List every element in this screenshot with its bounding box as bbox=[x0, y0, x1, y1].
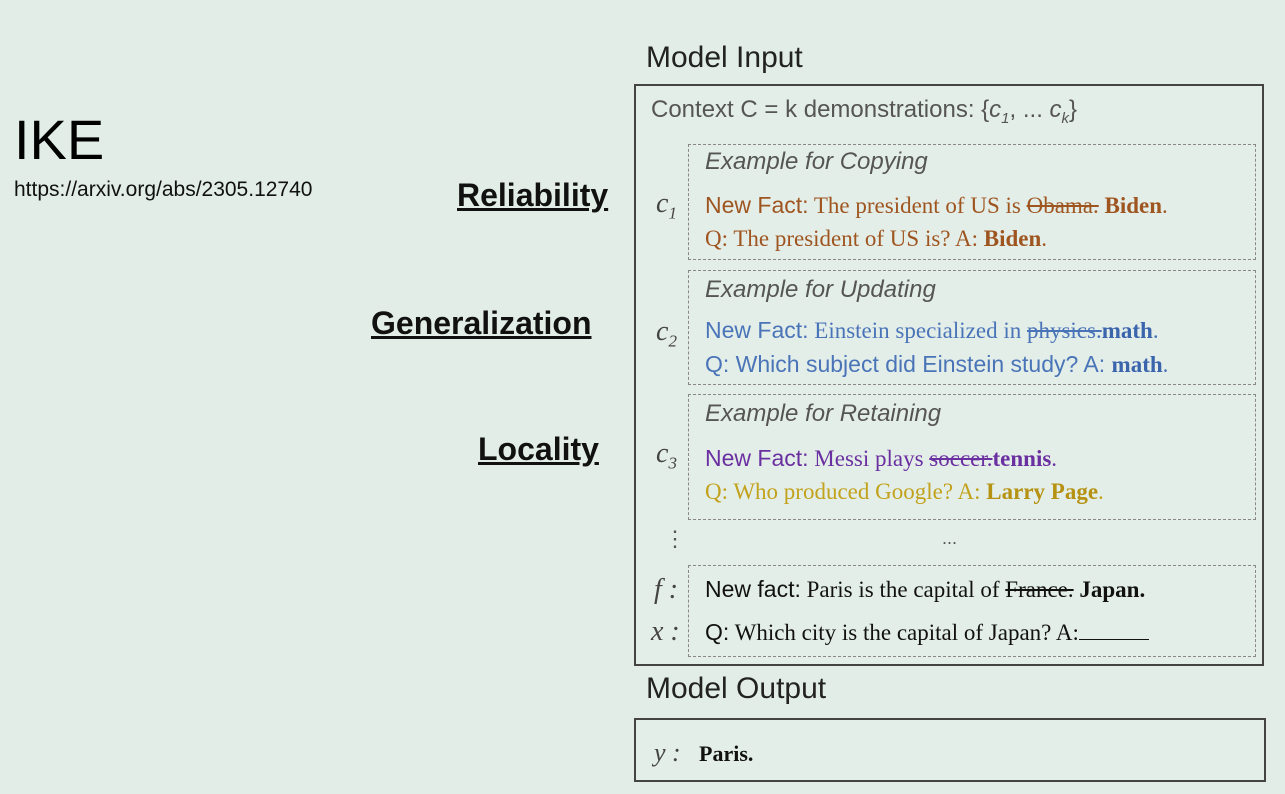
paper-url[interactable]: https://arxiv.org/abs/2305.12740 bbox=[14, 178, 313, 201]
model-output-box bbox=[634, 718, 1266, 782]
updating-fact-line: New Fact: Einstein specialized in physic… bbox=[705, 317, 1159, 343]
query-box bbox=[688, 565, 1256, 657]
ellipsis: ... bbox=[942, 528, 958, 548]
retaining-fact-line: New Fact: Messi plays soccer.tennis. bbox=[705, 445, 1058, 471]
updating-question-line: Q: Which subject did Einstein study? A: … bbox=[705, 351, 1169, 377]
answer-blank bbox=[1078, 621, 1149, 640]
output-value: Paris. bbox=[699, 741, 754, 766]
metric-reliability: Reliability bbox=[457, 177, 609, 213]
c3-marker: c3 bbox=[656, 438, 677, 473]
copying-fact-line: New Fact: The president of US is Obama. … bbox=[705, 192, 1168, 218]
context-line: Context C = k demonstrations: {c1, ... c… bbox=[651, 96, 1078, 127]
vertical-ellipsis: ⋮ bbox=[664, 526, 686, 551]
f-marker: f : bbox=[654, 574, 679, 605]
c1-marker: c1 bbox=[656, 188, 677, 223]
retaining-question-line: Q: Who produced Google? A: Larry Page. bbox=[705, 479, 1104, 504]
model-input-heading: Model Input bbox=[646, 41, 803, 74]
y-marker: y : bbox=[654, 738, 681, 767]
example-updating-box bbox=[688, 270, 1256, 385]
query-line: Q: Which city is the capital of Japan? A… bbox=[705, 619, 1149, 646]
example-title-retaining: Example for Retaining bbox=[705, 400, 942, 427]
example-retaining-box bbox=[688, 394, 1256, 520]
model-output-heading: Model Output bbox=[646, 672, 827, 705]
x-marker: x : bbox=[651, 616, 680, 647]
example-title-copying: Example for Copying bbox=[705, 148, 928, 175]
new-fact-line: New fact: Paris is the capital of France… bbox=[705, 576, 1146, 602]
metric-generalization: Generalization bbox=[371, 305, 592, 341]
page-title: IKE bbox=[14, 108, 105, 171]
c2-marker: c2 bbox=[656, 316, 677, 351]
example-title-updating: Example for Updating bbox=[705, 276, 936, 303]
copying-question-line: Q: The president of US is? A: Biden. bbox=[705, 226, 1048, 251]
metric-locality: Locality bbox=[478, 431, 599, 467]
model-input-box bbox=[634, 84, 1264, 666]
example-copying-box bbox=[688, 144, 1256, 260]
